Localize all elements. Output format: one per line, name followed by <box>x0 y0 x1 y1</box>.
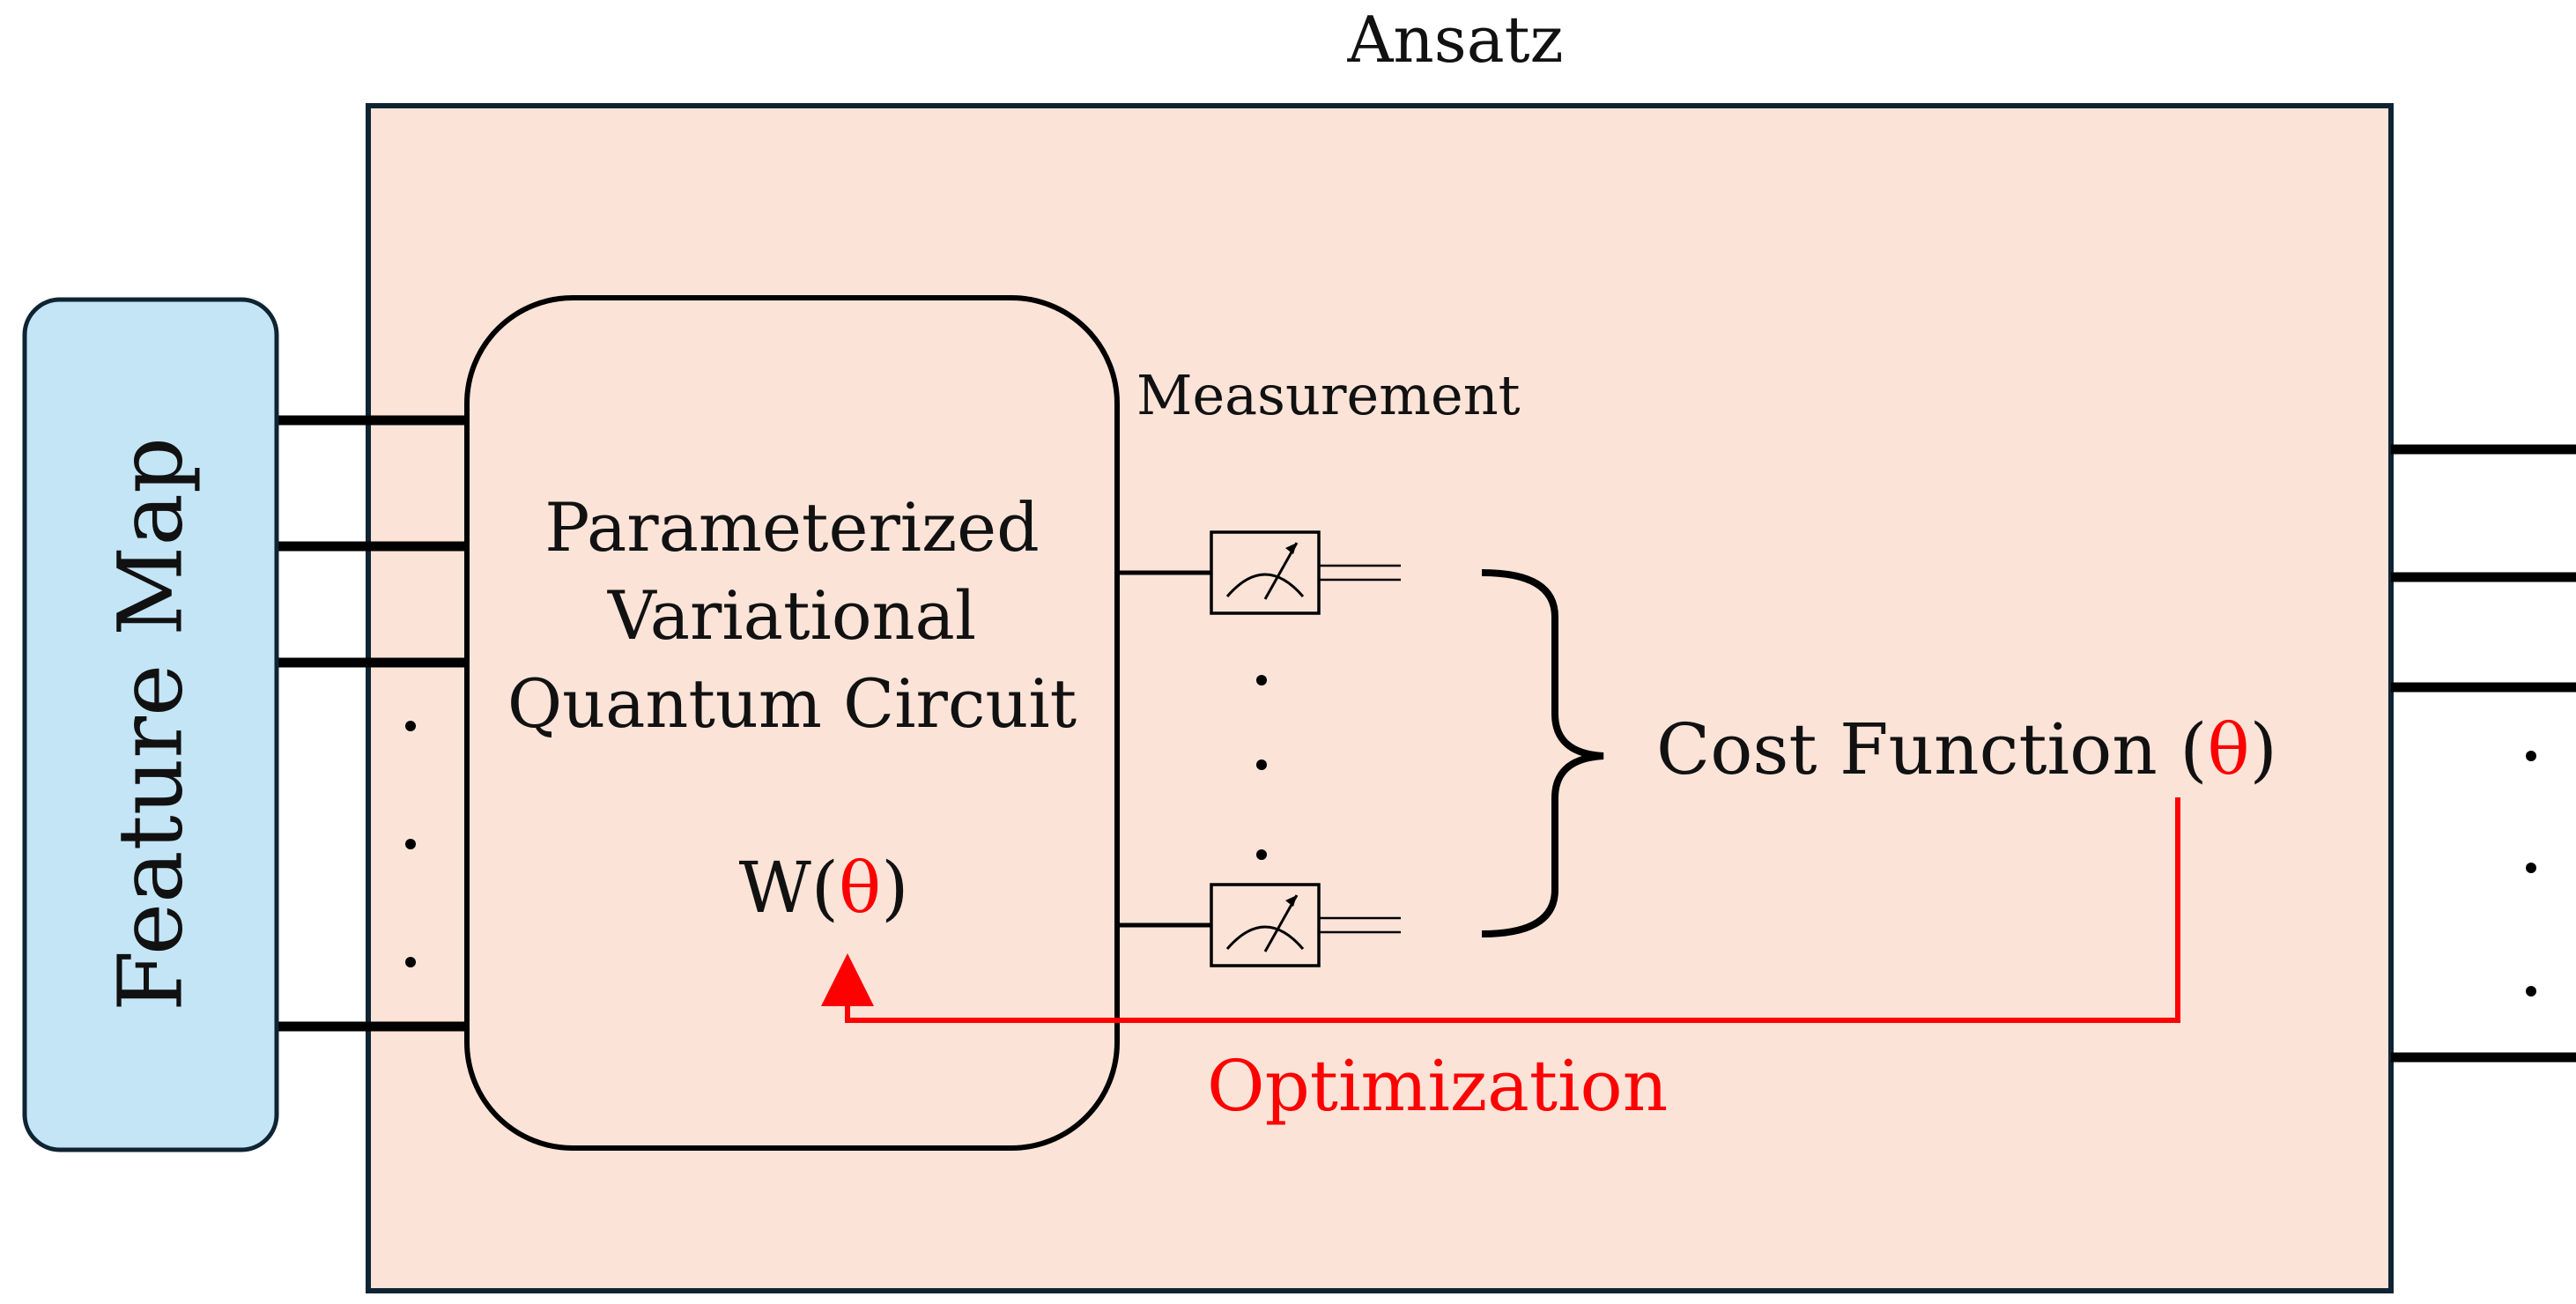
circuit-label-line1: Parameterized <box>544 488 1040 567</box>
circuit-label-line2: Variational <box>607 576 976 655</box>
measurement-2 <box>1117 883 1401 967</box>
ansatz-title: Ansatz <box>1346 3 1563 77</box>
output-lines <box>2391 444 2576 1063</box>
measurement-ellipsis <box>1256 675 1267 860</box>
output-ellipsis <box>2526 751 2536 997</box>
feature-map-label: Feature Map <box>100 437 203 1011</box>
optimization-label: Optimization <box>1207 1045 1668 1127</box>
circuit-parameter: W(θ) <box>739 847 909 929</box>
optimization-arrow <box>821 797 2180 1023</box>
cost-function-label: Cost Function (θ) <box>1656 708 2277 790</box>
input-ellipsis <box>405 721 416 967</box>
feature-map-box <box>22 297 279 1152</box>
circuit-box <box>464 295 1120 1151</box>
circuit-label-line3: Quantum Circuit <box>507 664 1077 743</box>
measurement-label: Measurement <box>1136 363 1521 427</box>
measurement-brace <box>1481 569 1604 937</box>
measurement-1 <box>1117 530 1401 615</box>
feature-map-input-lines <box>275 415 467 1032</box>
